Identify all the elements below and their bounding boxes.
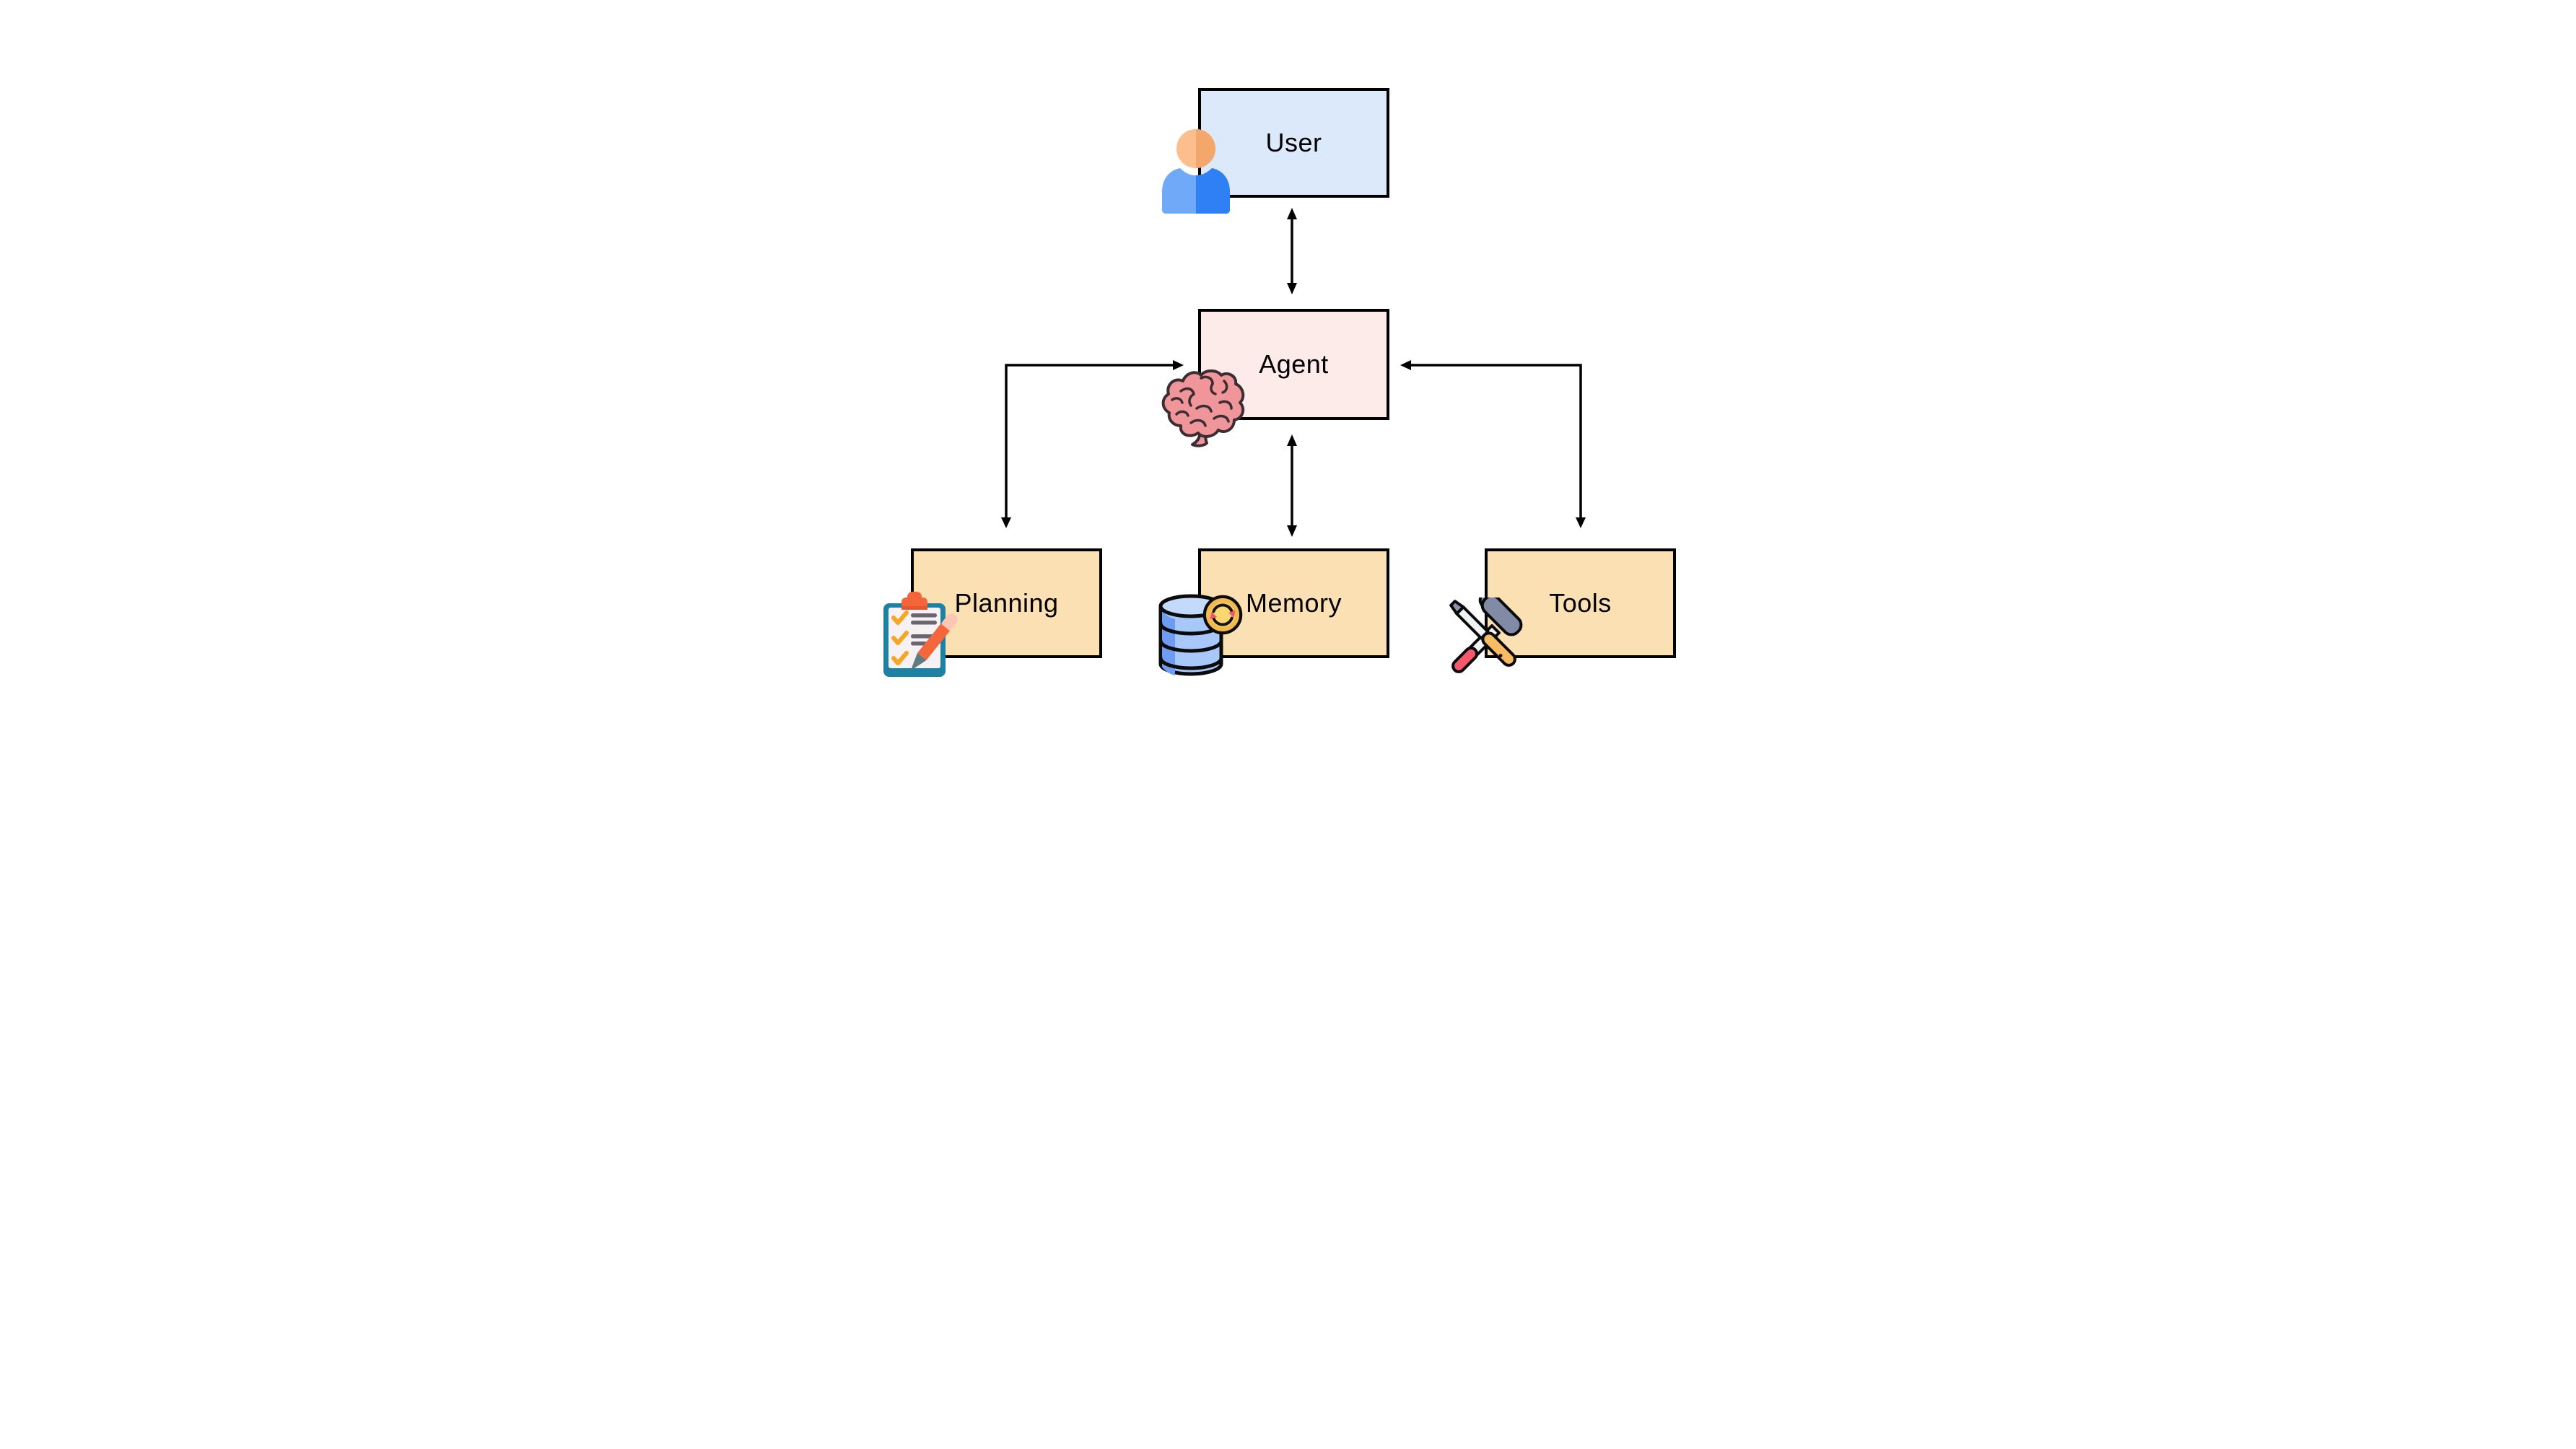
connector-arrows [1001, 208, 1586, 537]
node-memory-label: Memory [1245, 588, 1342, 618]
pencil [910, 613, 958, 671]
screwdriver [1449, 600, 1516, 667]
sync-icon [1202, 595, 1243, 635]
node-agent: Agent [1198, 309, 1389, 420]
node-user: User [1198, 88, 1389, 198]
node-tools-label: Tools [1549, 588, 1612, 618]
node-planning-label: Planning [954, 588, 1059, 618]
hammer-screwdriver-icon [1449, 597, 1523, 673]
brain-icon [1161, 369, 1245, 447]
arrow-agent-memory [1287, 434, 1297, 537]
hammer-head [1478, 597, 1523, 636]
diagram-canvas: User Agent Planning Memory Tools [644, 0, 1932, 724]
person-icon [1162, 129, 1230, 214]
node-agent-label: Agent [1259, 349, 1329, 379]
node-user-label: User [1265, 128, 1322, 157]
arrow-agent-tools [1400, 360, 1586, 528]
arrow-agent-planning [1001, 360, 1184, 528]
database-sync-icon [1158, 594, 1243, 676]
arrow-user-agent [1287, 208, 1297, 294]
clipboard-checklist-icon [883, 592, 958, 677]
